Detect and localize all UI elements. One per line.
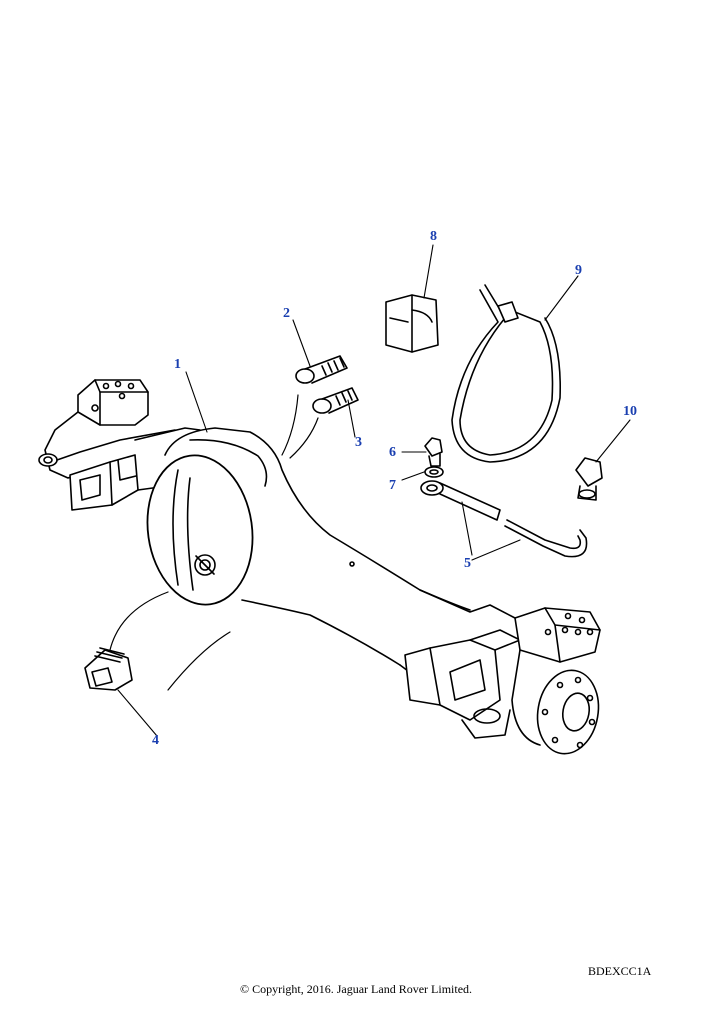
- callout-9: 9: [575, 263, 582, 278]
- leader-lines: [117, 244, 631, 737]
- breather-pipe-5: [420, 480, 588, 558]
- axle-casing: [38, 379, 601, 755]
- washer-7: [424, 466, 444, 478]
- copyright-notice: © Copyright, 2016. Jaguar Land Rover Lim…: [239, 982, 473, 996]
- callout-1: 1: [174, 357, 181, 372]
- callout-10: 10: [623, 404, 637, 419]
- clip-8: [385, 294, 439, 353]
- callout-6: 6: [389, 445, 396, 460]
- callout-3: 3: [355, 435, 362, 450]
- callout-8: 8: [430, 229, 437, 244]
- drain-plug-4: [84, 647, 133, 691]
- drawing-code: BDEXCC1A: [588, 964, 652, 978]
- fitting-10: [575, 457, 603, 501]
- plug-bolt-2: [295, 355, 348, 384]
- callout-4: 4: [152, 733, 159, 748]
- callout-7: 7: [389, 478, 396, 493]
- callout-2: 2: [283, 306, 290, 321]
- cable-tie-9: [451, 284, 562, 463]
- plug-bolt-3: [312, 387, 359, 414]
- banjo-bolt-6: [424, 437, 443, 467]
- callout-5: 5: [464, 556, 471, 571]
